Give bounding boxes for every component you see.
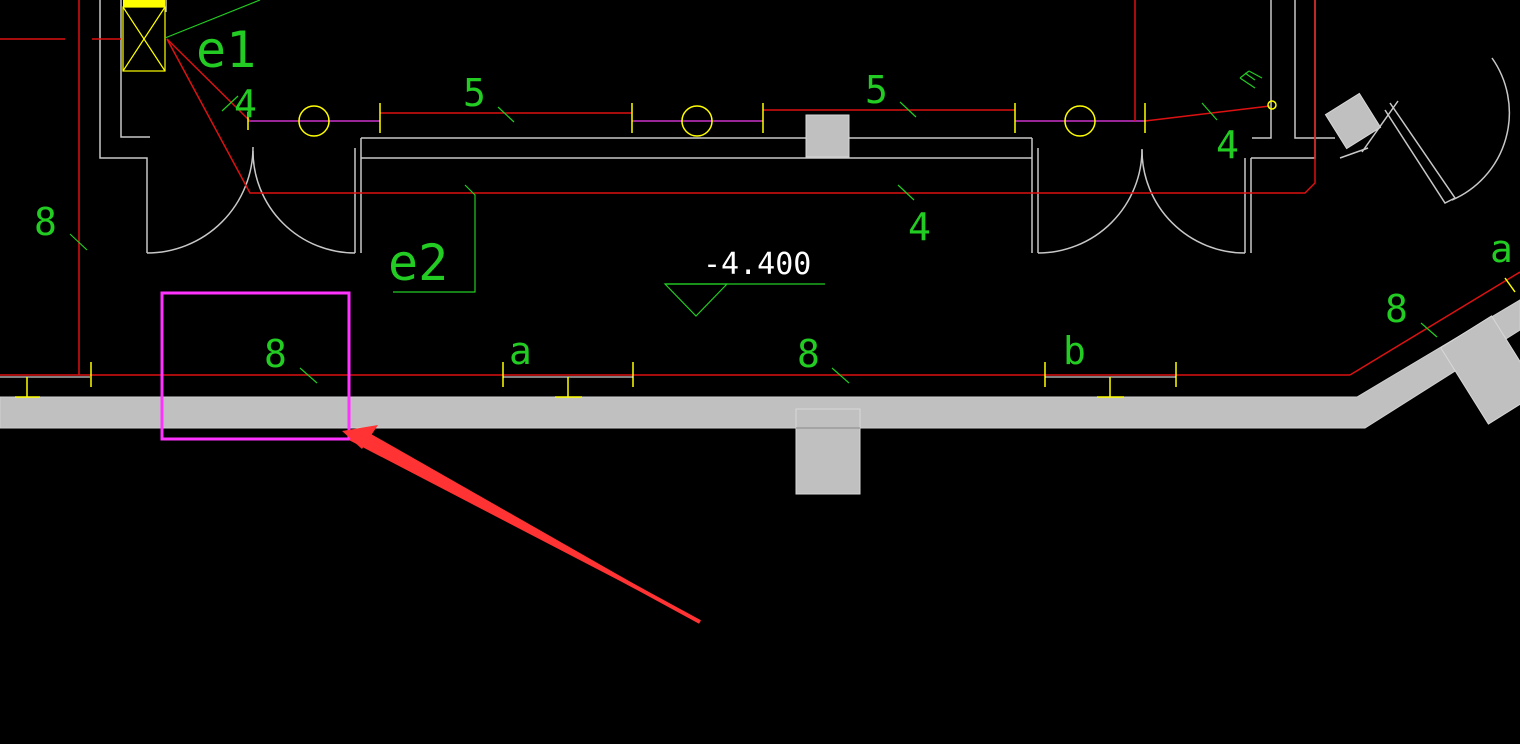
elevation-value: -4.400	[703, 247, 811, 282]
yellow-cap	[123, 0, 165, 7]
column-top	[805, 114, 850, 158]
label-5-left: 5	[463, 71, 486, 115]
door-arc-4	[1141, 149, 1246, 254]
label-e1: e1	[196, 21, 256, 79]
green-text: e1 e2 4 5 5 4 4 8 8 8 8 a a b	[34, 21, 1513, 376]
label-8-right: 8	[1385, 287, 1408, 331]
yellow-elements	[0, 0, 1516, 398]
wall-left-outer	[99, 0, 148, 253]
exterior-wall-band	[0, 299, 1520, 429]
yellow-ticks	[90, 103, 1516, 387]
label-5-right: 5	[865, 68, 888, 112]
walls	[99, 0, 1511, 254]
ground-symbol-icon	[0, 376, 1176, 398]
door-arc-3	[1037, 148, 1143, 254]
highlight-box	[160, 291, 351, 441]
label-a-right: a	[1490, 227, 1513, 271]
label-4-center: 4	[908, 205, 931, 249]
column-right-top	[1324, 92, 1382, 150]
cross-box-icon	[122, 6, 166, 72]
label-b-center: b	[1063, 329, 1086, 373]
green-annotations	[69, 0, 1438, 384]
door-arc-5	[1451, 57, 1511, 201]
label-4-right: 4	[1216, 123, 1239, 167]
door-arc-1	[146, 146, 254, 254]
label-a-center: a	[509, 329, 532, 373]
label-4-top-left: 4	[234, 82, 257, 126]
label-8-left: 8	[34, 200, 57, 244]
annotation-arrow	[342, 425, 701, 624]
label-e2: e2	[388, 234, 448, 292]
wall-angled-right	[1384, 102, 1457, 204]
column-bottom	[795, 408, 861, 495]
label-8-boxed: 8	[264, 332, 287, 376]
wall-right-c	[1294, 0, 1335, 139]
red-pipes	[0, 0, 1520, 376]
door-arc-2	[252, 150, 356, 254]
wall-right-b	[1252, 0, 1272, 139]
label-8-center: 8	[797, 332, 820, 376]
fixture-circle-icon	[298, 100, 1277, 137]
column-right-bottom	[1440, 315, 1520, 425]
elevation-triangle-icon	[663, 283, 729, 317]
wall-left-inner	[120, 0, 150, 138]
